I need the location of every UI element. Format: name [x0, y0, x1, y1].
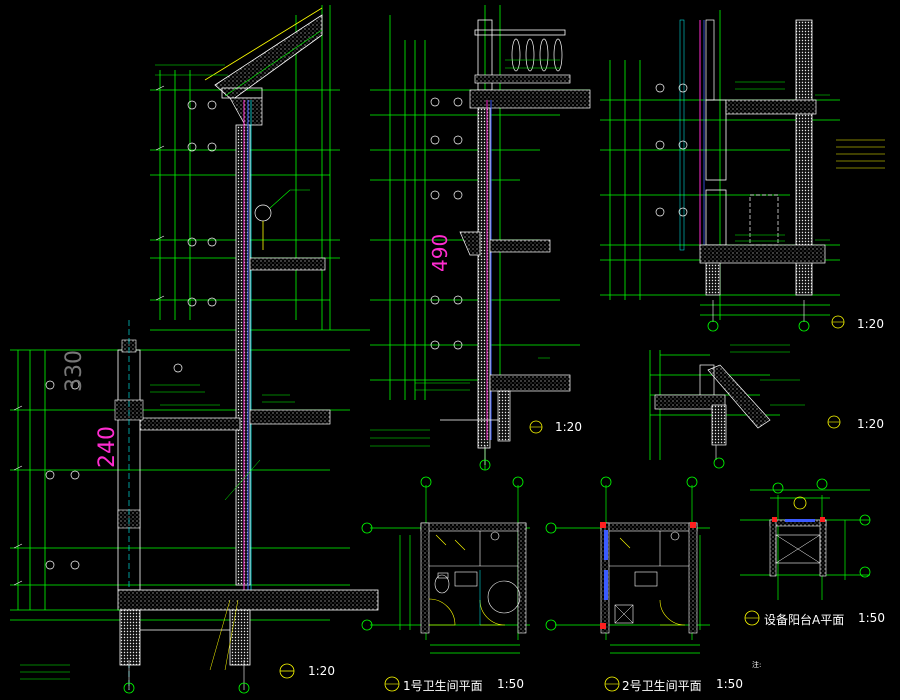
scale-label-bathroom-1: 1:50 — [497, 677, 524, 691]
scale-label-top-right: 1:20 — [857, 317, 884, 331]
scale-label-parapet: 1:20 — [857, 417, 884, 431]
dimension-330: 330 — [62, 350, 87, 392]
left-wall-section — [10, 5, 379, 694]
scale-label-equipment-balcony: 1:50 — [858, 611, 885, 625]
top-right-section — [600, 10, 885, 332]
parapet-detail — [649, 344, 841, 469]
title-bathroom-2: 2号卫生间平面 — [622, 679, 702, 693]
equipment-balcony-plan — [740, 478, 871, 626]
scale-label-left: 1:20 — [308, 664, 335, 678]
scale-label-bathroom-2: 1:50 — [716, 677, 743, 691]
scale-markers — [279, 663, 295, 679]
title-equipment-balcony: 设备阳台A平面 — [764, 613, 845, 627]
middle-balcony-section — [370, 5, 591, 471]
notes-label: 注: — [752, 661, 762, 669]
dimension-490: 490 — [428, 233, 452, 272]
title-bathroom-1: 1号卫生间平面 — [403, 679, 483, 693]
bathroom-2-plan — [545, 476, 710, 692]
dimension-240: 240 — [95, 426, 120, 468]
scale-label-middle: 1:20 — [555, 420, 582, 434]
bathroom-1-plan — [361, 476, 530, 692]
